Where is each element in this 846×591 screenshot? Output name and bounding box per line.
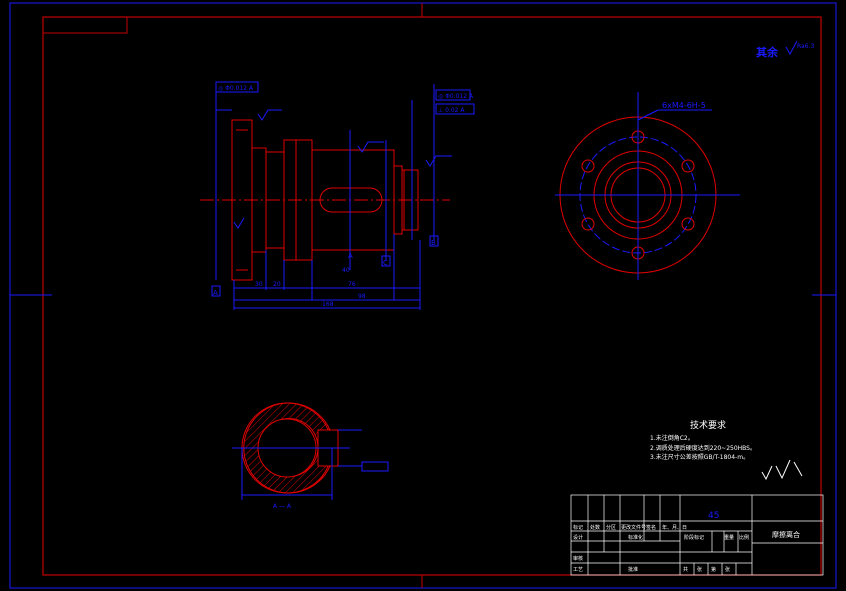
tech-line-3: 3.未注尺寸公差按照GB/T-1804-m。 xyxy=(650,453,749,461)
inner-frame xyxy=(42,16,822,576)
code-box xyxy=(43,17,128,34)
tolerance-frame-1: ◎ Φ0.012 A xyxy=(218,85,254,92)
dim-overall: 168 xyxy=(322,301,334,308)
tb-stage: 阶段标记 xyxy=(684,534,704,541)
thread-note: 6xM4-6H-5 xyxy=(662,101,706,110)
centering-marks xyxy=(10,3,836,588)
tb-sheet-2: 张 xyxy=(697,566,702,573)
shaft-main-view: ◎ Φ0.012 A ◎ Φ0.012 A ⊥ 0.02 A 30 20 76 … xyxy=(200,81,475,310)
tb-approve: 批准 xyxy=(628,566,638,573)
tb-sheet-1: 共 xyxy=(683,566,688,573)
tech-requirements: 技术要求 1.未注倒角C2。 2.调质处理后硬度达到220~250HBS。 3.… xyxy=(650,419,756,461)
datum-a-1: A xyxy=(213,289,218,297)
dim-right-seg: 98 xyxy=(358,293,366,300)
tb-hdr-date: 年、月、日 xyxy=(662,524,687,531)
part-name: 摩擦离合 xyxy=(772,530,800,539)
tb-sheet-3: 第 xyxy=(711,566,716,573)
tb-process: 工艺 xyxy=(573,567,583,573)
tb-hdr-zone: 分区 xyxy=(606,524,616,531)
roughness-corner-icon xyxy=(761,459,803,481)
tb-hdr-mark: 标记 xyxy=(573,524,583,531)
title-block xyxy=(570,494,824,576)
datum-a-2: A xyxy=(348,252,353,260)
material-label: 45 xyxy=(708,511,719,521)
section-label: A — A xyxy=(273,503,292,510)
section-a-a: A — A xyxy=(232,402,389,510)
tech-line-2: 2.调质处理后硬度达到220~250HBS。 xyxy=(650,444,756,452)
tech-title: 技术要求 xyxy=(690,419,726,431)
tolerance-frame-3: ⊥ 0.02 A xyxy=(438,107,465,114)
tech-line-1: 1.未注倒角C2。 xyxy=(650,434,694,442)
tb-review: 审核 xyxy=(573,555,583,562)
outer-border xyxy=(9,2,837,589)
dim-key-len: 40 xyxy=(342,267,350,274)
tb-scale: 比例 xyxy=(739,534,749,541)
tb-hdr-doc: 更改文件号 xyxy=(621,524,646,531)
datum-c: C xyxy=(383,259,388,267)
roughness-symbol-icon xyxy=(785,40,798,56)
tb-hdr-sign: 签名 xyxy=(646,524,656,531)
dim-small-seg: 20 xyxy=(273,281,281,288)
tb-std: 标准化 xyxy=(628,534,643,541)
tb-weight: 重量 xyxy=(724,534,734,541)
tb-design: 设计 xyxy=(573,534,583,541)
flange-end-view xyxy=(555,92,740,280)
surface-note: 其余 xyxy=(756,45,779,59)
tb-hdr-count: 处数 xyxy=(590,524,600,531)
datum-b: B xyxy=(431,239,436,247)
tb-sheet-4: 张 xyxy=(725,566,730,573)
roughness-main: Ra6.3 xyxy=(797,43,814,50)
tolerance-frame-2: ◎ Φ0.012 A xyxy=(438,93,474,100)
dim-mid-seg: 76 xyxy=(348,281,356,288)
dim-left-seg: 30 xyxy=(255,281,263,288)
